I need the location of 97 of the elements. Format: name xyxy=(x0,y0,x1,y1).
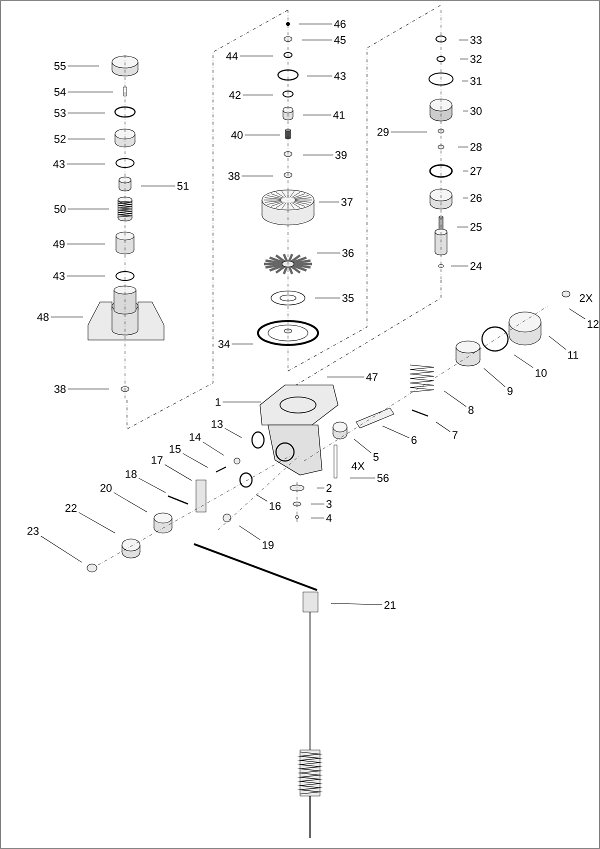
leader-line xyxy=(242,94,274,96)
callout-number: 1 xyxy=(216,398,221,406)
callout-number: 6 xyxy=(412,436,417,444)
callout-number: 22 xyxy=(65,504,77,512)
leader-line xyxy=(458,146,468,148)
callout-number: 19 xyxy=(262,541,274,549)
callout-number: 49 xyxy=(53,240,65,248)
callout-number: 50 xyxy=(54,205,66,213)
callout-number: 5 xyxy=(373,453,379,461)
callout-number: 52 xyxy=(54,135,66,143)
callout-number: 7 xyxy=(452,431,458,439)
callout-number: 30 xyxy=(470,107,482,115)
callout-number: 35 xyxy=(342,294,354,302)
callout-number: 9 xyxy=(507,387,513,395)
leader-line xyxy=(444,390,466,407)
leader-line xyxy=(238,526,260,540)
quantity-label: 2X xyxy=(580,294,592,302)
leader-line xyxy=(182,453,208,468)
callout-number: 3 xyxy=(326,500,332,508)
leader-line xyxy=(164,464,192,481)
callout-number: 18 xyxy=(126,470,137,478)
leader-line xyxy=(462,80,468,82)
leader-line xyxy=(462,110,468,112)
leader-line xyxy=(50,316,84,318)
leader-line xyxy=(568,308,586,320)
callout-number: 38 xyxy=(228,172,240,180)
callout-number: 43 xyxy=(53,160,65,168)
callout-number: 16 xyxy=(270,502,281,510)
leader-line xyxy=(354,438,372,454)
callout-number: 4 xyxy=(326,514,332,522)
leader-line xyxy=(40,536,82,563)
callout-number: 28 xyxy=(470,143,482,151)
leader-line xyxy=(462,170,468,172)
leader-line xyxy=(436,422,450,432)
callout-number: 13 xyxy=(212,420,223,428)
callout-number: 55 xyxy=(54,62,66,70)
leader-line xyxy=(302,154,334,156)
callout-number: 21 xyxy=(384,601,396,609)
callout-number: 47 xyxy=(366,373,378,381)
leader-line xyxy=(68,388,110,390)
leader-line xyxy=(256,494,268,502)
callout-number: 43 xyxy=(334,72,346,80)
callout-number: 20 xyxy=(100,484,112,492)
callout-number: 14 xyxy=(190,433,201,441)
leader-line xyxy=(382,426,410,438)
callout-number: 45 xyxy=(334,36,346,44)
leader-line xyxy=(68,112,106,114)
leader-line xyxy=(460,58,468,60)
leader-line xyxy=(78,512,116,534)
callout-number: 46 xyxy=(334,20,346,28)
callout-number: 27 xyxy=(470,167,482,175)
callout-number: 39 xyxy=(335,151,347,159)
callout-number: 26 xyxy=(470,194,482,202)
leader-line xyxy=(548,336,566,350)
leader-line xyxy=(326,376,364,378)
leader-line xyxy=(114,492,148,512)
callout-number: 41 xyxy=(333,111,345,119)
callout-number: 38 xyxy=(54,385,66,393)
callout-number: 15 xyxy=(170,445,181,453)
callout-number: 51 xyxy=(177,182,189,190)
leader-line xyxy=(244,134,280,136)
callout-number: 8 xyxy=(468,406,474,414)
callout-number: 31 xyxy=(470,77,482,85)
callout-number: 36 xyxy=(342,249,354,257)
leader-line xyxy=(202,442,224,456)
leader-line xyxy=(302,114,332,116)
callout-number: 33 xyxy=(470,36,482,44)
callout-number: 37 xyxy=(341,198,353,206)
callout-number: 25 xyxy=(470,223,482,231)
callout-number: 34 xyxy=(218,340,230,348)
callout-number: 2 xyxy=(326,484,332,492)
callout-number: 17 xyxy=(152,456,163,464)
callout-number: 24 xyxy=(470,262,482,270)
callout-number: 43 xyxy=(53,272,65,280)
callout-number: 53 xyxy=(54,109,66,117)
leader-line xyxy=(514,354,534,368)
leader-line xyxy=(68,208,110,210)
callout-number: 40 xyxy=(231,131,243,139)
callout-number: 44 xyxy=(226,52,238,60)
leader-line xyxy=(484,368,506,388)
leader-line xyxy=(224,428,242,438)
callout-number: 29 xyxy=(377,128,389,136)
leader-line xyxy=(456,226,468,228)
quantity-label: 4X xyxy=(352,462,364,470)
leader-line xyxy=(316,252,340,254)
callout-number: 48 xyxy=(37,313,49,321)
callout-number: 54 xyxy=(54,88,66,96)
leader-line xyxy=(68,138,106,140)
callout-number: 23 xyxy=(27,527,39,535)
leader-line xyxy=(138,478,166,493)
callout-number: 42 xyxy=(229,91,241,99)
callout-number: 12 xyxy=(588,320,599,328)
callout-number: 32 xyxy=(470,55,482,63)
callout-number: 10 xyxy=(536,369,547,377)
leader-line xyxy=(330,602,382,606)
callout-number: 56 xyxy=(377,474,389,482)
callout-number: 11 xyxy=(568,351,578,359)
